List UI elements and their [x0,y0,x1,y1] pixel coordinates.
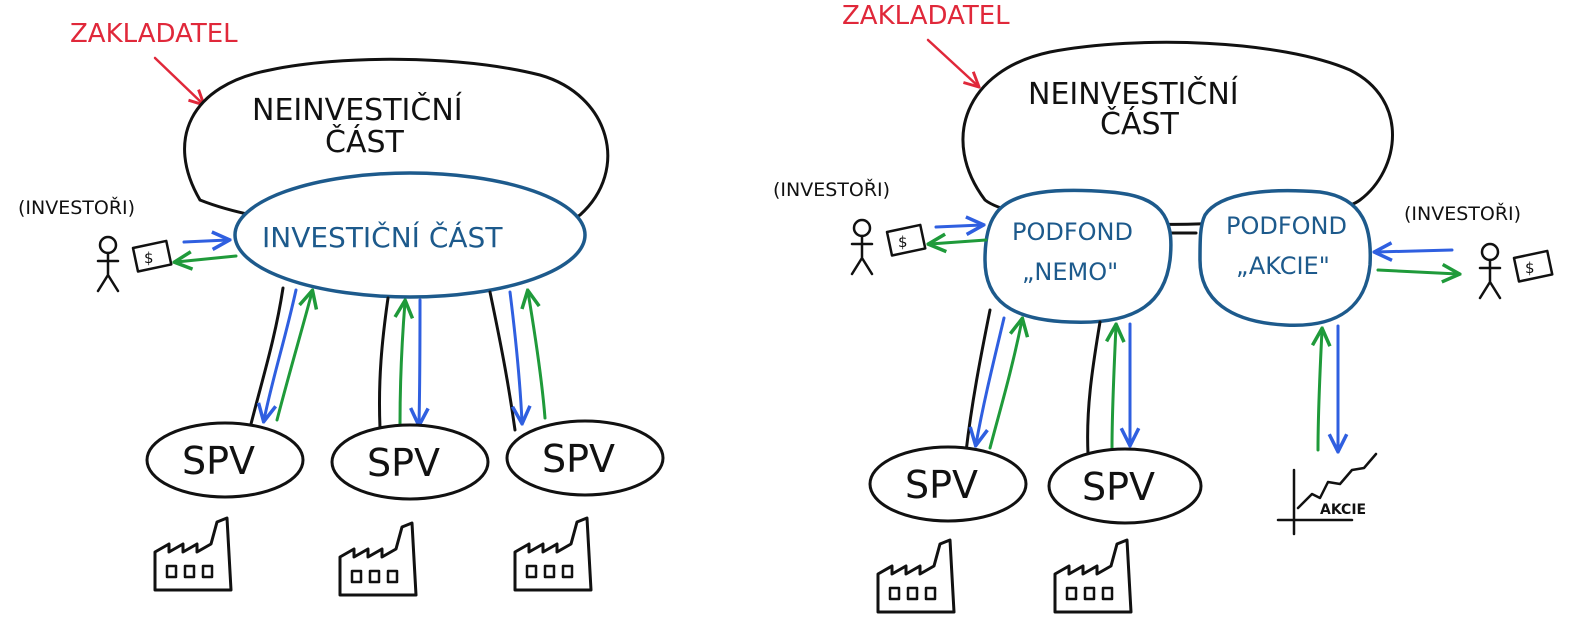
investor-money-in-arrow-left [934,225,982,227]
investor-money-out-arrow-left [930,240,988,244]
spv-money-in-arrow-2 [419,298,420,424]
spv-connector-1 [248,286,285,430]
spv-node: SPV [145,421,305,499]
left-diagram: ZAKLADATEL NEINVESTIČNÍ ČÁST INVESTIČNÍ … [18,19,665,597]
investment-part-blob [233,171,587,299]
investors-label-right: (INVESTOŘI) [1404,202,1521,225]
spv-node: SPV [868,445,1028,523]
spv-money-out-arrow-3 [528,292,547,420]
subfund-akcie: PODFOND „AKCIE" [1198,188,1373,327]
right-diagram: ZAKLADATEL NEINVESTIČNÍ ČÁST PODFOND „NE… [773,1,1554,614]
founder-label: ZAKLADATEL [70,19,238,49]
subfund-nemo: PODFOND „NEMO" [983,188,1173,324]
non-investment-part-line2: ČÁST [1100,105,1180,142]
svg-text:SPV: SPV [182,439,255,483]
factory-icon [338,521,418,597]
factory-icon [153,516,233,592]
svg-text:$: $ [898,233,908,251]
svg-text:$: $ [144,249,154,267]
svg-text:SPV: SPV [1082,465,1155,509]
non-investment-part-line2: ČÁST [325,123,405,160]
non-investment-part-line1: NEINVESTIČNÍ [252,91,463,128]
investor-money-out-arrow [176,256,238,262]
spv-money-in-arrow-1 [264,288,298,420]
subfund-nemo-line2: „NEMO" [1022,258,1118,286]
subfund-akcie-line2: „AKCIE" [1236,252,1330,280]
subfund-akcie-line1: PODFOND [1226,212,1347,240]
spv-money-out-arrow-1 [275,292,312,422]
investor-money-in-arrow-right [1376,250,1454,252]
spv-money-out-arrow-1 [988,320,1022,450]
spv-money-in-arrow-1 [976,316,1006,444]
founder-label: ZAKLADATEL [842,1,1010,31]
spv-node: SPV [1047,447,1203,525]
investment-part-label: INVESTIČNÍ ČÁST [262,220,503,254]
spv-connector-1 [964,308,992,454]
investor-icon [96,235,120,293]
factory-icon [513,516,593,592]
subfund-nemo-line1: PODFOND [1012,218,1133,246]
spv-money-out-arrow-2 [1112,326,1116,450]
investor-icon [850,218,874,276]
spv-node: SPV [330,423,490,501]
investors-label-left: (INVESTOŘI) [773,178,890,201]
factory-icon [1053,538,1133,614]
spv-connector-2 [377,296,390,430]
stocks-money-out-arrow [1318,330,1322,452]
svg-text:SPV: SPV [367,441,440,485]
spv-money-out-arrow-2 [400,302,405,426]
investor-money-in-arrow [182,240,228,242]
banknote-icon: $ [1512,249,1554,283]
factory-icon [876,538,956,614]
stock-chart-icon: AKCIE [1276,452,1378,536]
svg-text:$: $ [1525,259,1535,277]
investor-icon [1478,242,1502,300]
founder-arrow [926,38,978,86]
investor-money-out-arrow-right [1376,270,1458,274]
non-investment-part-line1: NEINVESTIČNÍ [1028,75,1239,112]
founder-arrow [153,56,203,104]
spv-money-in-arrow-3 [508,290,522,422]
spv-connector-2 [1086,320,1102,456]
svg-text:SPV: SPV [542,437,615,481]
spv-node: SPV [505,419,665,497]
investors-label: (INVESTOŘI) [18,196,135,219]
svg-text:SPV: SPV [905,463,978,507]
banknote-icon: $ [131,239,173,273]
stock-chart-label: AKCIE [1320,502,1366,518]
banknote-icon: $ [885,223,927,257]
